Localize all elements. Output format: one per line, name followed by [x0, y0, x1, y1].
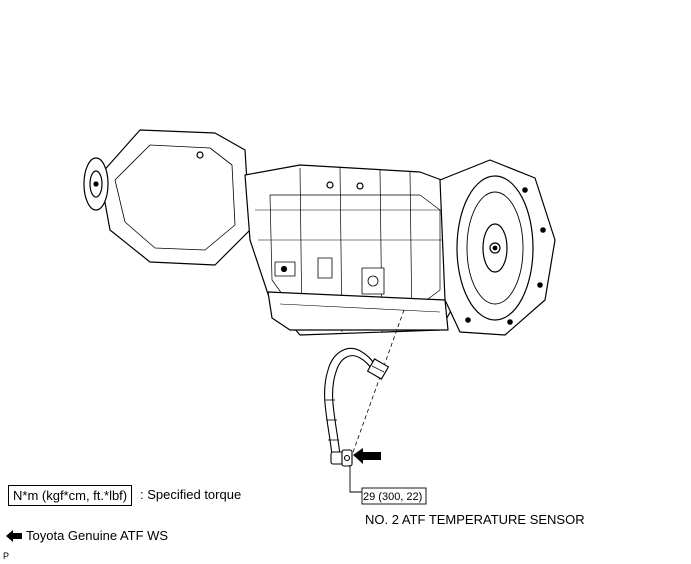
- footer-code: P: [3, 551, 10, 561]
- temperature-sensor: [330, 449, 353, 467]
- left-arrow-icon: [6, 529, 22, 542]
- legend-atf-label: Toyota Genuine ATF WS: [26, 528, 169, 543]
- legend-torque-description: : Specified torque: [140, 487, 242, 502]
- torque-value-box: [361, 487, 427, 505]
- torque-leader-line: [349, 465, 362, 493]
- legend-torque-box: N*m (kgf*cm, ft.*lbf): [8, 485, 133, 506]
- alignment-line: [351, 309, 405, 456]
- sensor-harness: [324, 347, 379, 456]
- atf-arrow-icon: [353, 448, 381, 464]
- legend-atf: Toyota Genuine ATF WS: [6, 528, 168, 543]
- sensor-label: NO. 2 ATF TEMPERATURE SENSOR: [365, 512, 585, 527]
- transmission-assembly: [83, 129, 556, 336]
- sensor-connector: [366, 358, 390, 380]
- torque-value: 29 (300, 22): [363, 491, 423, 503]
